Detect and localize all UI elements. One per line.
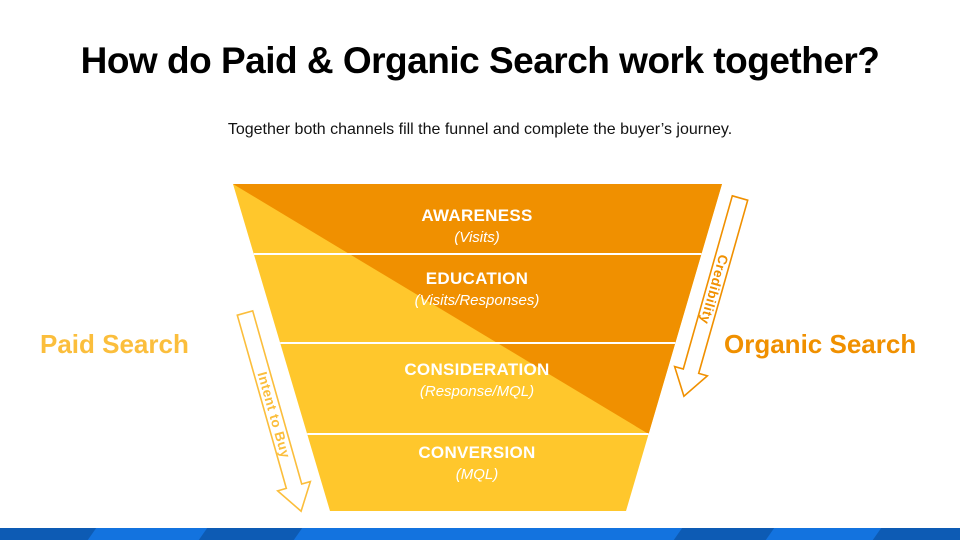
stage-metric: (Response/MQL) [419,383,535,400]
slide-subtitle: Together both channels fill the funnel a… [227,121,733,138]
funnel-stage-consideration: CONSIDERATION (Response/MQL) [327,359,627,402]
arrow-down-icon [673,194,749,398]
funnel-stage-education: EDUCATION (Visits/Responses) [327,268,627,311]
footer-stripe-segment [872,528,960,540]
footer-stripe-segment [198,528,303,540]
stage-metric: (Visits/Responses) [414,292,540,309]
stage-title: EDUCATION [425,269,529,288]
slide-title: How do Paid & Organic Search work togeth… [80,40,880,81]
paid-search-label: Paid Search [40,329,189,359]
funnel-stage-conversion: CONVERSION (MQL) [327,442,627,485]
footer-stripe-segment [673,528,775,540]
credibility-arrow-label: Credibility [697,253,731,326]
funnel-stage-awareness: AWARENESS (Visits) [327,205,627,248]
stage-title: CONSIDERATION [404,360,550,379]
stage-metric: (MQL) [455,466,499,483]
stage-title: AWARENESS [421,206,533,225]
footer-stripe-segment [0,528,97,540]
stage-title: CONVERSION [418,443,536,462]
stage-metric: (Visits) [454,229,500,246]
arrow-down-icon [236,309,312,513]
funnel-organic-region [233,184,722,434]
footer-stripe [0,528,960,540]
organic-search-label: Organic Search [724,329,917,359]
